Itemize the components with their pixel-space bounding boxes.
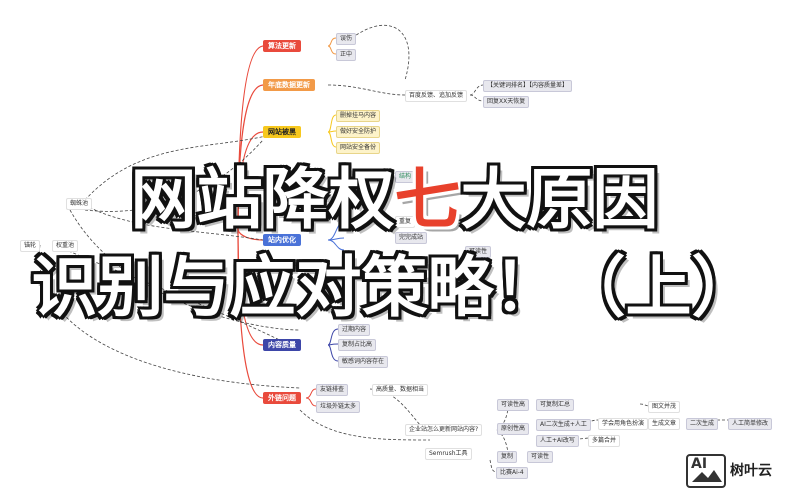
bottom-image-text[interactable]: 图文并茂 bbox=[648, 401, 681, 413]
bottom-ai-gen[interactable]: AI二次生成+人工 bbox=[536, 419, 591, 431]
headline-line-2-text: 识别与应对策略！（上） bbox=[31, 249, 758, 326]
links-child-spam[interactable]: 垃圾外链太多 bbox=[316, 401, 361, 413]
algo-child-hit[interactable]: 正中 bbox=[336, 49, 357, 61]
bottom-human-ai[interactable]: 人工+AI改写 bbox=[536, 435, 579, 447]
weight-pool[interactable]: 权重池 bbox=[52, 240, 79, 252]
bottom-copy[interactable]: 复制 bbox=[497, 451, 518, 463]
content-child-copy-ratio[interactable]: 复制占比高 bbox=[338, 339, 377, 351]
bottom-readable2[interactable]: 可读性 bbox=[527, 451, 554, 463]
onsite-structure[interactable]: 结构 bbox=[395, 171, 416, 183]
branch-onsite-optimization[interactable]: 站内优化 bbox=[263, 234, 301, 246]
bottom-claude[interactable]: 比赛Ai-4 bbox=[496, 467, 528, 479]
branch-site-hacked[interactable]: 网站被黑 bbox=[263, 126, 301, 138]
bottom-copy-summary[interactable]: 可复制汇总 bbox=[536, 399, 575, 411]
brand-logo-text: AI bbox=[691, 456, 708, 472]
onsite-complete[interactable]: 完完成站 bbox=[395, 232, 428, 244]
yearend-feedback[interactable]: 百度反馈、追加反馈 bbox=[405, 90, 468, 102]
content-child-expired[interactable]: 过期内容 bbox=[338, 324, 371, 336]
brand-logo: AI bbox=[686, 454, 726, 488]
bottom-original[interactable]: 原创性高 bbox=[497, 423, 530, 435]
hacked-child-protect[interactable]: 做好安全防护 bbox=[336, 126, 381, 138]
onsite-readability[interactable]: 可读性 bbox=[465, 246, 492, 258]
branch-external-links[interactable]: 外链问题 bbox=[263, 392, 301, 404]
branch-algorithm-update[interactable]: 算法更新 bbox=[263, 40, 301, 52]
yearend-recover-note[interactable]: 回复XX天恢复 bbox=[483, 96, 530, 108]
branch-content-quality[interactable]: 内容质量 bbox=[263, 339, 301, 351]
onsite-duplicate[interactable]: 重复 bbox=[395, 216, 416, 228]
headline-part-b: 大原因 bbox=[460, 161, 659, 238]
spider-pool[interactable]: 蜘蛛池 bbox=[66, 198, 93, 210]
bottom-manual-edit[interactable]: 人工简单修改 bbox=[728, 418, 773, 430]
mountain-icon bbox=[692, 470, 722, 482]
headline-part-a: 网站降权 bbox=[130, 161, 395, 238]
bottom-readability[interactable]: 可读性高 bbox=[497, 399, 530, 411]
hacked-child-backup[interactable]: 网站安全备份 bbox=[336, 142, 381, 154]
bottom-second-gen[interactable]: 二次生成 bbox=[686, 418, 719, 430]
bottom-role-play[interactable]: 学会用角色扮演 bbox=[598, 418, 649, 430]
bottom-merge[interactable]: 多篇合并 bbox=[588, 435, 621, 447]
brand-name: 树叶云 bbox=[730, 463, 772, 479]
headline-line-2: 识别与应对策略！（上） bbox=[0, 248, 789, 328]
bottom-gen-article[interactable]: 生成文章 bbox=[648, 418, 681, 430]
anchor-node[interactable]: 锚轮 bbox=[20, 240, 41, 252]
hacked-child-remove[interactable]: 删掉挂马内容 bbox=[336, 110, 381, 122]
headline-red-seven: 七 bbox=[394, 161, 461, 238]
branch-yearend-data-update[interactable]: 年底数据更新 bbox=[263, 79, 315, 91]
yearend-keyword-note[interactable]: 【关键词排名】【内容质量差】 bbox=[483, 80, 573, 92]
content-child-sensitive[interactable]: 敏感词内容存在 bbox=[338, 356, 389, 368]
links-child-check[interactable]: 友链排查 bbox=[316, 384, 349, 396]
headline-line-1: 网站降权七大原因 bbox=[0, 160, 789, 240]
bottom-question[interactable]: 企业站怎么更新网站内容? bbox=[405, 424, 483, 436]
algo-child-misfire[interactable]: 误伤 bbox=[336, 33, 357, 45]
links-high-quality-note[interactable]: 高质量、数据相当 bbox=[372, 384, 429, 396]
bottom-semrush[interactable]: Semrush工具 bbox=[425, 448, 472, 460]
